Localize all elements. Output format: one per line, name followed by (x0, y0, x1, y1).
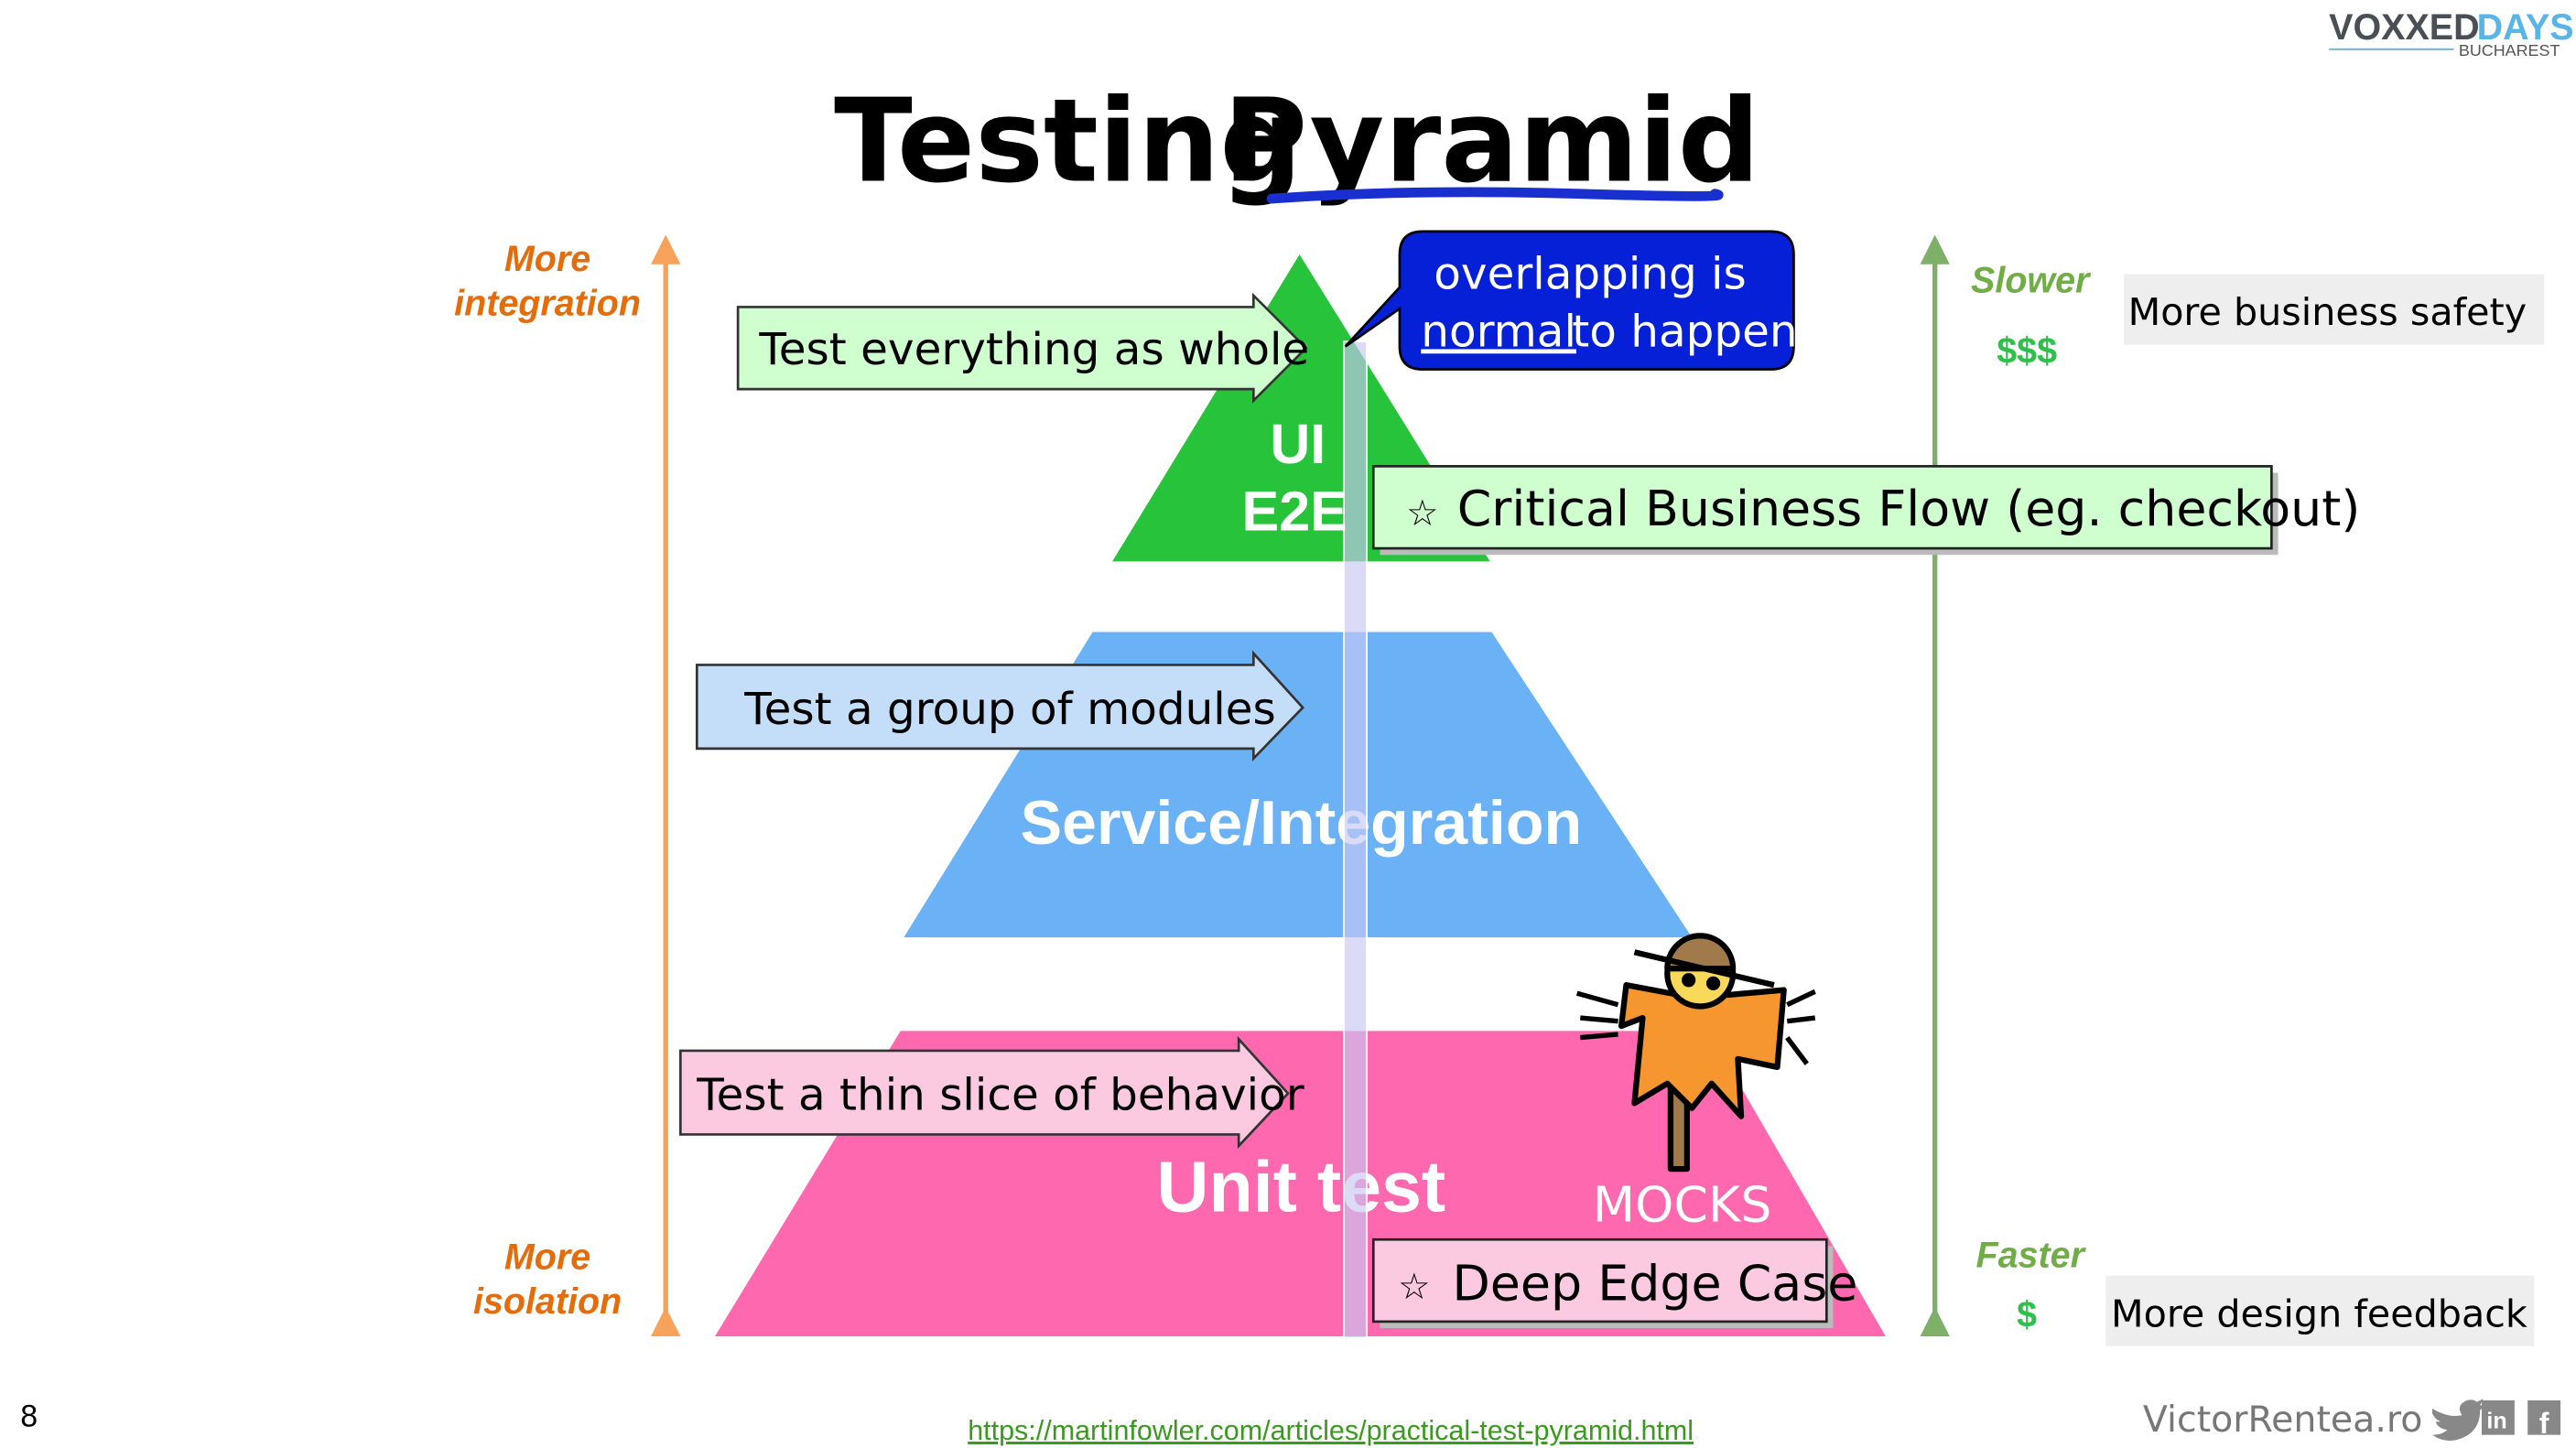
svg-text:f: f (2539, 1407, 2549, 1440)
source-link[interactable]: https://martinfowler.com/articles/practi… (968, 1415, 1694, 1446)
page-number: 8 (20, 1399, 38, 1434)
critical-flow-text: Critical Business Flow (eg. checkout) (1457, 480, 2361, 537)
slide-title: Testing (834, 73, 1302, 208)
callout-unit-text: Test a thin slice of behavior (696, 1070, 1304, 1121)
svg-text:DAYS: DAYS (2477, 7, 2574, 48)
author-site[interactable]: VictorRentea.ro (2143, 1399, 2422, 1441)
business-safety-note: More business safety (2128, 290, 2527, 334)
overlap-note-line1: overlapping is (1434, 249, 1746, 300)
svg-text:in: in (2486, 1408, 2506, 1433)
slide-title-highlight: Pyramid (1223, 73, 1760, 208)
low-cost-label: $ (2017, 1294, 2037, 1335)
voxxed-days-logo: VOXXED DAYS BUCHAREST (2329, 7, 2573, 59)
star-icon: ☆ (1398, 1267, 1430, 1307)
title-underline (1266, 187, 1724, 204)
unit-test-label: Unit test (1157, 1147, 1446, 1227)
callout-integration-text: Test a group of modules (743, 684, 1275, 735)
overlap-speech-bubble: overlapping is normal to happen (1344, 230, 1798, 371)
callout-e2e-text: Test everything as whole (758, 324, 1309, 375)
callout-integration: Test a group of modules (695, 650, 1304, 762)
more-integration-label: More (504, 239, 590, 279)
e2e-label: E2E (1242, 480, 1348, 542)
scarecrow-icon (1575, 933, 1816, 1172)
more-isolation-label-2: isolation (473, 1281, 622, 1322)
callout-e2e: Test everything as whole (736, 292, 1309, 404)
linkedin-icon[interactable]: in (2481, 1399, 2515, 1435)
slower-label: Slower (1971, 260, 2092, 300)
overlap-note-line2: to happen (1572, 306, 1797, 357)
more-integration-label-2: integration (454, 283, 641, 323)
callout-unit: Test a thin slice of behavior (679, 1035, 1304, 1150)
more-isolation-label: More (504, 1237, 590, 1277)
ui-label: UI (1270, 413, 1326, 475)
faster-label: Faster (1976, 1236, 2087, 1276)
facebook-icon[interactable]: f (2527, 1399, 2561, 1440)
critical-flow-box (1371, 465, 2273, 550)
star-icon: ☆ (1406, 493, 1438, 534)
overlap-slice (1343, 340, 1368, 1339)
design-feedback-note: More design feedback (2111, 1291, 2527, 1335)
svg-text:VOXXED: VOXXED (2329, 7, 2479, 48)
integration-label: Service/Integration (1021, 788, 1582, 858)
overlap-note-emphasis: normal (1421, 306, 1576, 357)
edge-case-text: Deep Edge Case (1452, 1255, 1857, 1313)
edge-case-box (1371, 1237, 1828, 1324)
svg-text:BUCHAREST: BUCHAREST (2459, 41, 2560, 59)
high-cost-label: $$$ (1997, 330, 2057, 371)
twitter-icon[interactable] (2431, 1399, 2485, 1442)
mocks-label: MOCKS (1593, 1175, 1772, 1233)
